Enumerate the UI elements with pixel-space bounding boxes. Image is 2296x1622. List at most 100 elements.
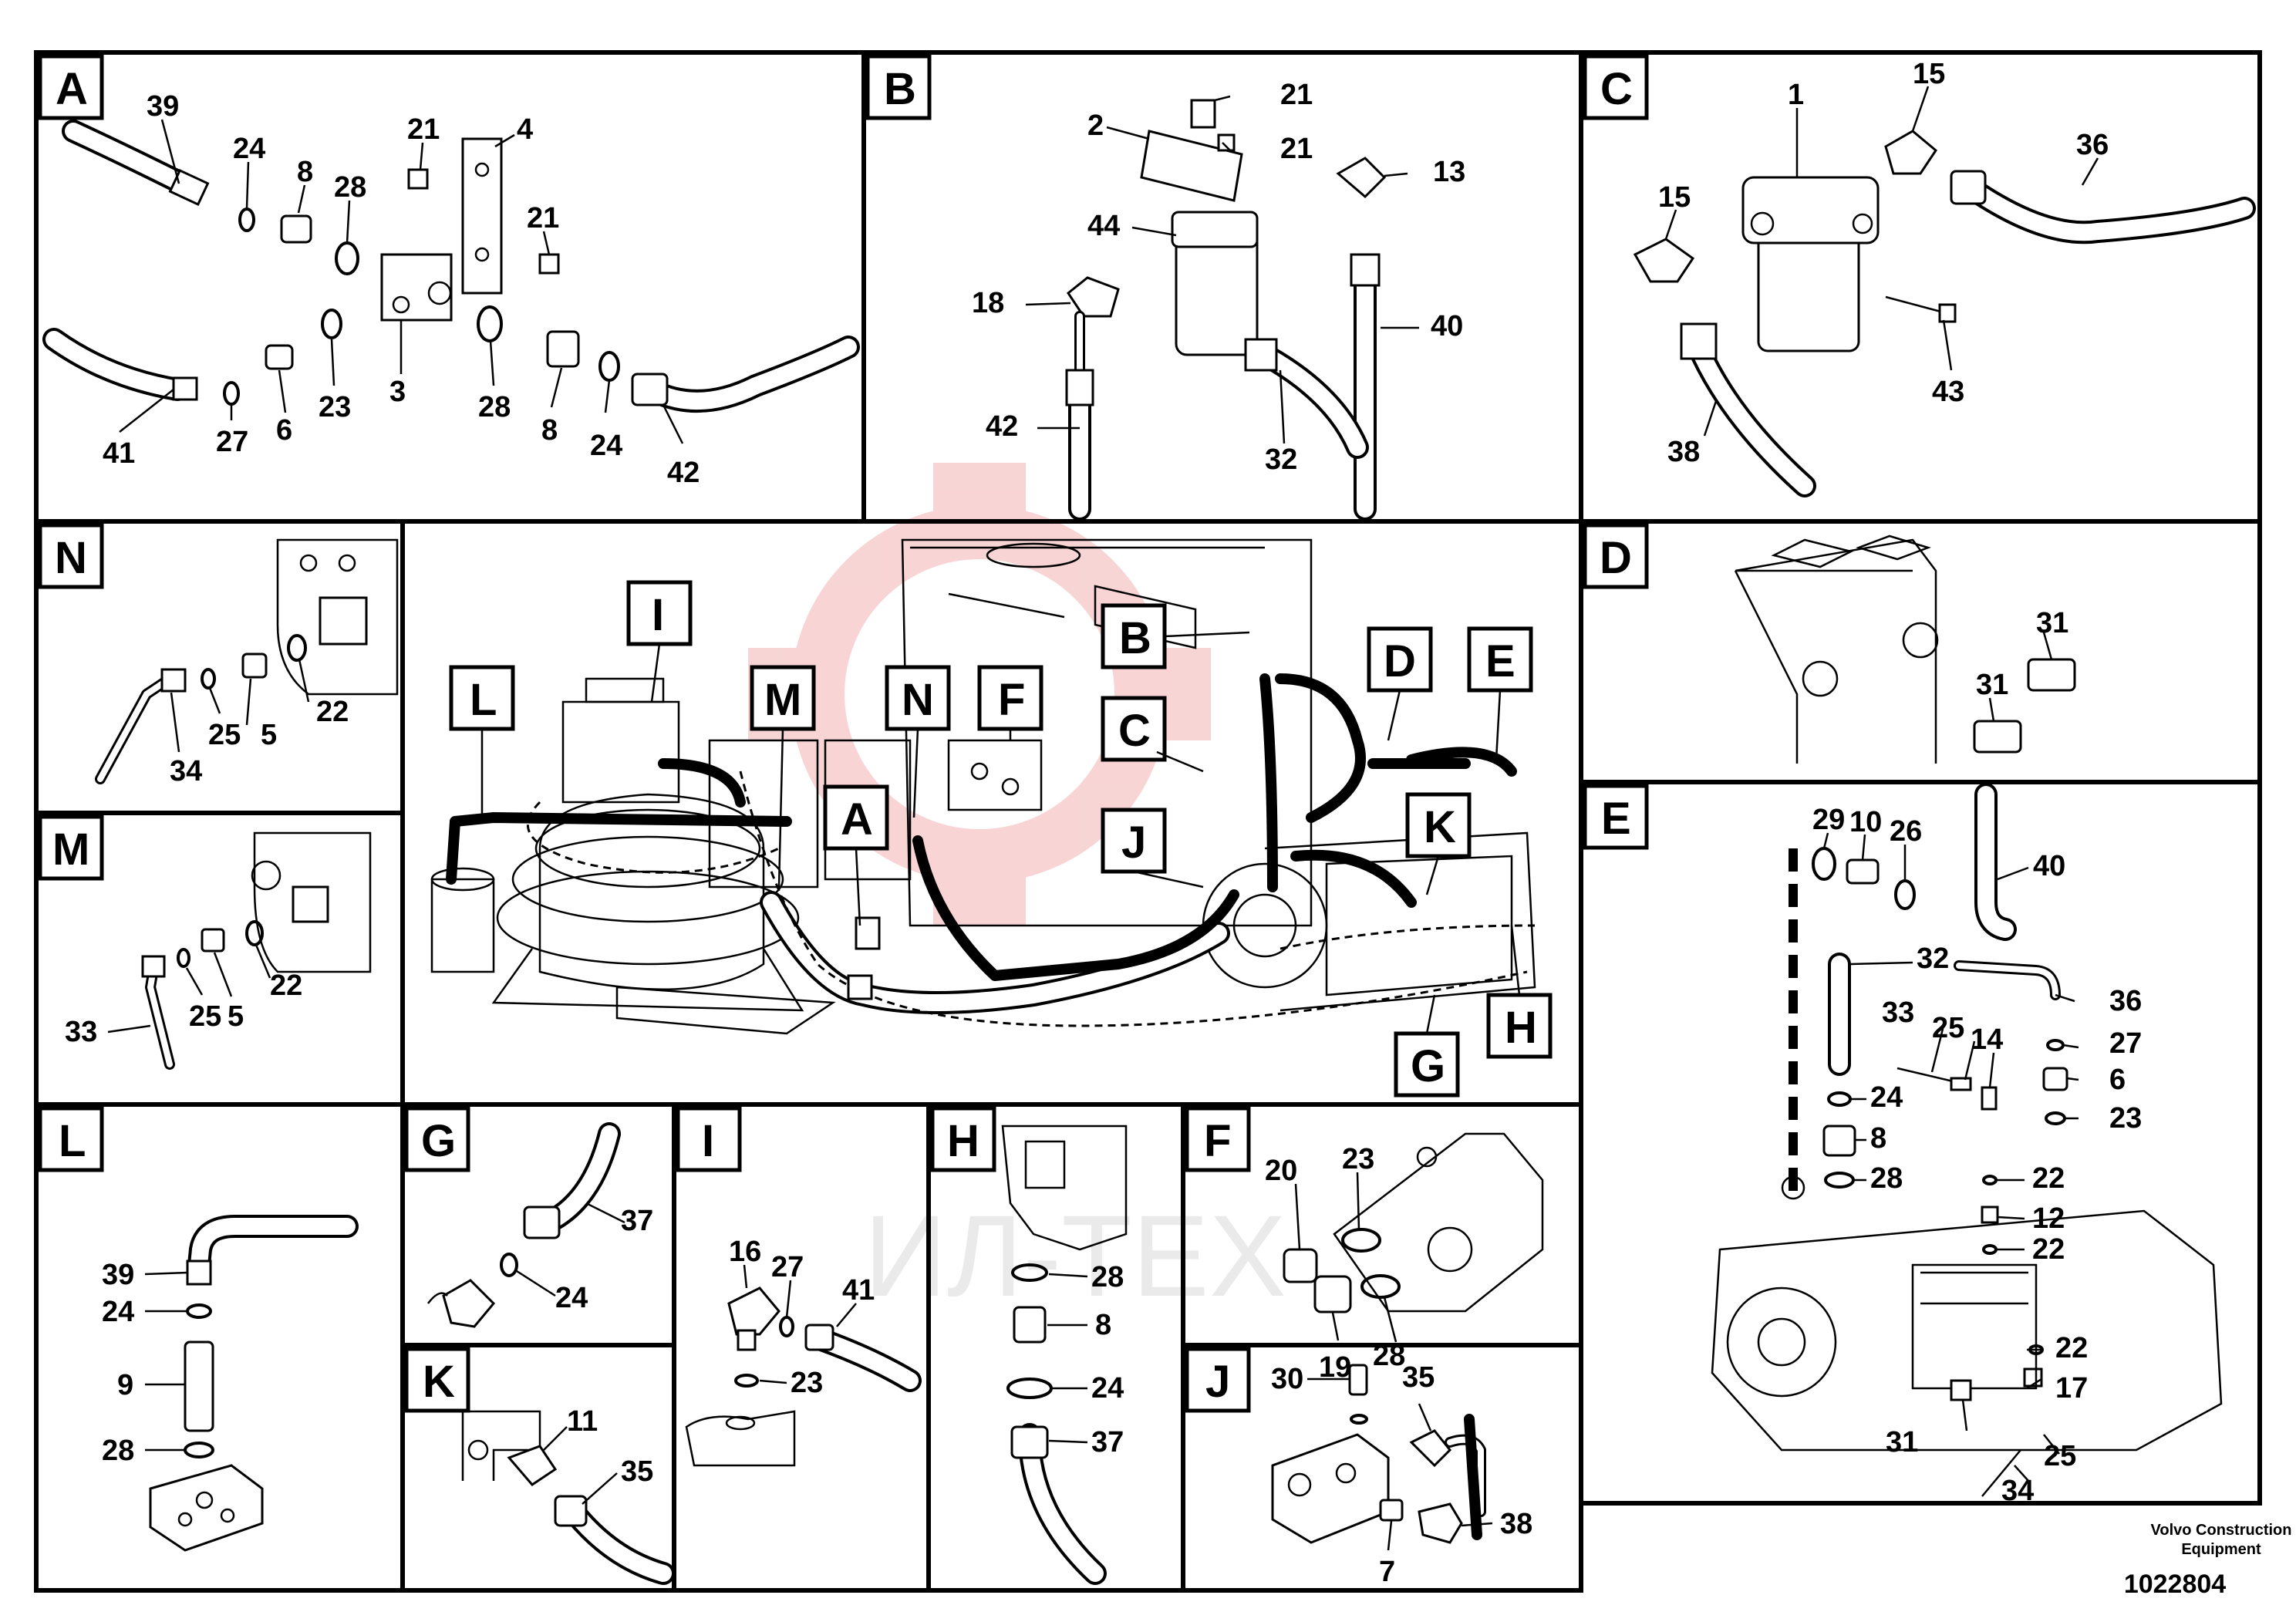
panel-l-drawing: 39 24 9 28 (102, 1215, 359, 1552)
label-j-38: 38 (1500, 1508, 1532, 1540)
label-c-15: 15 (1913, 58, 1945, 90)
label-a-24b: 24 (590, 430, 622, 462)
label-e-31: 31 (1886, 1426, 1918, 1458)
label-g-37: 37 (621, 1205, 653, 1237)
panel-letter-k: K (423, 1357, 455, 1407)
panel-c-drawing: 1 15 36 15 43 38 (1633, 58, 2256, 497)
label-h-37: 37 (1091, 1426, 1124, 1458)
label-b-21: 21 (1280, 79, 1313, 111)
label-h-28: 28 (1091, 1261, 1124, 1293)
overview-callouts: I L M N F B C D E A J K H G (449, 580, 1553, 1098)
label-c-36: 36 (2076, 129, 2109, 161)
label-a-8b: 8 (541, 414, 558, 447)
label-b-2: 2 (1087, 110, 1104, 142)
label-k-11: 11 (567, 1405, 598, 1438)
watermark-text: ИЛ-ТЕХ (864, 1191, 1286, 1320)
panel-letter-a: A (56, 64, 88, 114)
label-b-40: 40 (1431, 310, 1463, 342)
panel-letter-f: F (1204, 1116, 1231, 1166)
label-c-38: 38 (1667, 436, 1700, 468)
callout-l: L (470, 675, 497, 725)
label-h-24: 24 (1091, 1372, 1124, 1404)
label-e-17: 17 (2055, 1372, 2088, 1404)
callout-m: M (764, 675, 801, 725)
label-e-26: 26 (1890, 815, 1922, 848)
label-a-8: 8 (297, 156, 313, 188)
label-m-22: 22 (270, 969, 302, 1002)
label-i-41: 41 (842, 1274, 875, 1307)
label-l-39: 39 (102, 1259, 134, 1291)
panel-letter-b: B (884, 64, 916, 114)
panel-k-drawing: 11 35 (447, 1405, 675, 1585)
label-f-28: 28 (1373, 1340, 1405, 1372)
label-e-28: 28 (1870, 1162, 1903, 1195)
panel-a-drawing: 39 24 8 28 21 4 21 41 27 6 23 3 28 8 24 … (42, 90, 860, 489)
label-n-22: 22 (316, 696, 349, 728)
label-b-42: 42 (986, 410, 1018, 443)
label-b-32: 32 (1265, 443, 1297, 476)
label-e-14: 14 (1971, 1023, 2003, 1056)
panel-j-drawing: 30 35 38 7 (1271, 1361, 1532, 1588)
label-b-13: 13 (1433, 156, 1465, 188)
callout-i: I (652, 590, 664, 640)
label-i-27: 27 (771, 1251, 804, 1283)
footer-company-line2: Equipment (2181, 1541, 2261, 1558)
label-e-29: 29 (1812, 804, 1845, 836)
callout-k: K (1424, 802, 1456, 852)
label-a-21: 21 (407, 113, 440, 146)
panel-i-drawing: 16 27 41 23 (685, 1236, 922, 1467)
label-e-12: 12 (2032, 1202, 2065, 1235)
callout-j: J (1121, 818, 1146, 868)
label-e-33: 33 (1882, 996, 1914, 1029)
callout-e: E (1485, 636, 1515, 686)
label-j-7: 7 (1379, 1556, 1395, 1588)
label-e-34: 34 (2001, 1475, 2034, 1507)
label-e-24: 24 (1870, 1081, 1903, 1114)
label-a-24: 24 (233, 133, 265, 165)
panel-frames (34, 50, 2262, 1593)
label-b-18: 18 (972, 287, 1004, 319)
label-a-6: 6 (276, 414, 292, 447)
label-c-43: 43 (1932, 376, 1964, 408)
panel-d-drawing: 31 31 (1734, 534, 2076, 764)
label-c-1: 1 (1788, 79, 1804, 111)
label-i-23: 23 (791, 1367, 823, 1399)
label-a-21b: 21 (527, 202, 559, 234)
label-n-34: 34 (170, 755, 202, 787)
panel-letter-e: E (1601, 794, 1631, 844)
label-e-8: 8 (1870, 1122, 1886, 1155)
label-a-28: 28 (334, 171, 366, 204)
callout-g: G (1411, 1041, 1445, 1091)
label-n-25: 25 (208, 719, 241, 751)
label-a-27: 27 (216, 426, 248, 458)
label-e-22b: 22 (2032, 1233, 2065, 1266)
label-h-8: 8 (1095, 1309, 1111, 1341)
label-a-41: 41 (103, 437, 135, 470)
label-e-32: 32 (1917, 943, 1949, 975)
panel-tags: A B C N M D E L G K I H F J (38, 54, 1649, 1413)
panel-letter-n: N (55, 533, 87, 583)
panel-e-drawing: 29 10 26 40 32 36 33 25 14 27 24 6 23 8 … (1711, 783, 2223, 1507)
panel-letter-d: D (1600, 533, 1632, 583)
callout-b: B (1119, 613, 1151, 663)
panel-letter-l: L (59, 1116, 86, 1166)
label-m-25: 25 (189, 1000, 221, 1033)
label-m-33: 33 (65, 1016, 97, 1048)
label-a-23: 23 (319, 391, 351, 423)
overview-drawing (430, 538, 1536, 1035)
label-e-27: 27 (2109, 1027, 2142, 1060)
label-f-23: 23 (1342, 1143, 1374, 1175)
label-i-16: 16 (729, 1236, 761, 1268)
label-e-25: 25 (1932, 1012, 1964, 1044)
label-e-22c: 22 (2055, 1332, 2088, 1364)
label-n-5: 5 (261, 719, 277, 751)
panel-h-drawing: 28 8 24 37 (1001, 1125, 1128, 1585)
label-a-42: 42 (667, 457, 700, 489)
label-e-10: 10 (1849, 806, 1882, 838)
panel-g-drawing: 37 24 (427, 1122, 653, 1328)
label-k-35: 35 (621, 1455, 653, 1488)
label-j-30: 30 (1271, 1363, 1303, 1395)
panel-letter-c: C (1600, 64, 1633, 114)
label-a-3: 3 (389, 376, 406, 408)
